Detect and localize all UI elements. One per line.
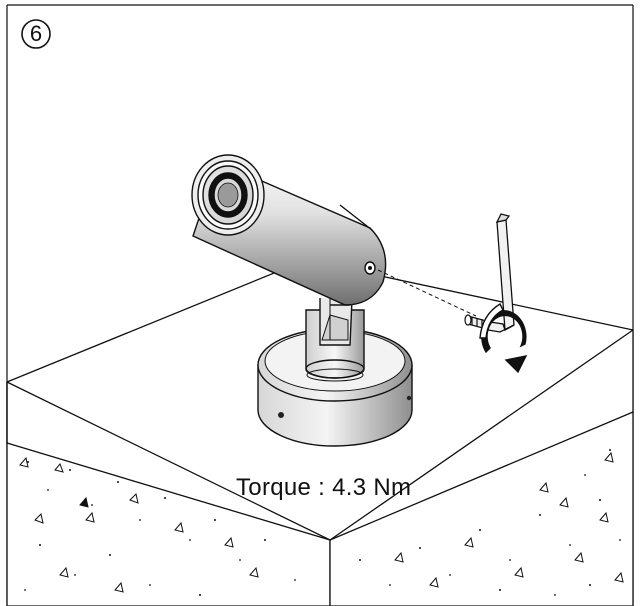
concrete-aggregate — [19, 451, 624, 593]
hex-key-icon — [487, 213, 515, 333]
step-number: 6 — [29, 21, 43, 46]
torque-annotation: Torque : 4.3 Nm — [236, 474, 412, 501]
camera-mount-icon — [257, 298, 413, 447]
step-number-circle — [21, 19, 51, 49]
rotation-arrow-icon — [479, 303, 528, 374]
camera-body-icon — [191, 154, 387, 306]
